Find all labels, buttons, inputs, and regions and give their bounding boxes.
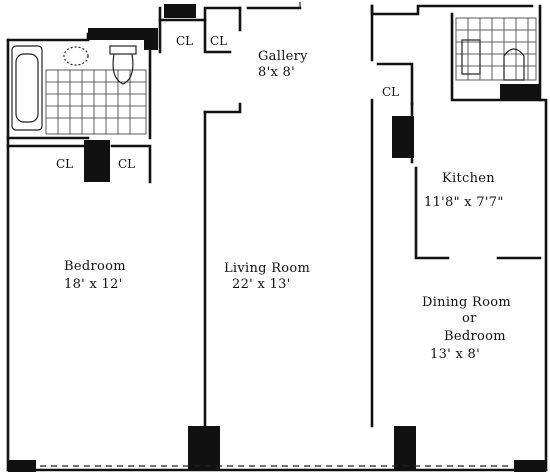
column-top-left: [88, 28, 158, 40]
wall-kitchen-closet: [376, 62, 414, 106]
column-kitchen-closet: [392, 116, 414, 158]
room-size-dining-room: 13' x 8': [430, 347, 480, 362]
room-or-dining-room: or: [462, 311, 477, 326]
kitchen-fixtures: [455, 17, 537, 81]
bathroom: [11, 45, 147, 135]
closet-label-gallery-1: CL: [176, 34, 193, 48]
column-bedroom-closet: [84, 140, 110, 182]
column-bottom-left: [8, 460, 36, 472]
closet-label-kitchen: CL: [382, 85, 399, 99]
room-size-kitchen: 11'8" x 7'7": [424, 195, 504, 210]
wall-closet-top-right: [110, 144, 152, 184]
room-size-gallery: 8'x 8': [258, 65, 295, 80]
closet-label-bedroom-right: CL: [118, 157, 135, 171]
kitchen-sink: [461, 39, 481, 75]
room-size-living-room: 22' x 13': [232, 277, 291, 292]
room-name-gallery: Gallery: [258, 49, 308, 64]
room-size-bedroom: 18' x 12': [64, 277, 123, 292]
closet-label-bedroom-left: CL: [56, 157, 73, 171]
column-kitchen-top-right: [500, 84, 540, 100]
column-living-bottom: [188, 426, 220, 470]
column-bath-corner: [144, 28, 158, 50]
room-name-dining-room: Dining Room: [422, 295, 511, 310]
wall-right: [538, 4, 548, 472]
closet-label-gallery-2: CL: [210, 34, 227, 48]
column-bottom-right: [514, 460, 546, 472]
bathtub-inner: [15, 53, 39, 123]
column-gallery-top: [164, 4, 196, 18]
wall-gallery-closet-divider: [203, 18, 232, 54]
kitchen-appliance: [503, 48, 525, 81]
room-alt-dining-room: Bedroom: [444, 329, 506, 344]
column-dining-bottom: [394, 426, 416, 470]
toilet-tank: [109, 45, 137, 55]
bathroom-sink: [63, 46, 89, 66]
room-name-living-room: Living Room: [224, 261, 310, 276]
bathtub: [11, 45, 43, 131]
room-name-bedroom: Bedroom: [64, 259, 126, 274]
room-name-kitchen: Kitchen: [442, 171, 495, 186]
toilet-bowl: [112, 53, 134, 85]
bathroom-tile-grid: [45, 69, 147, 135]
